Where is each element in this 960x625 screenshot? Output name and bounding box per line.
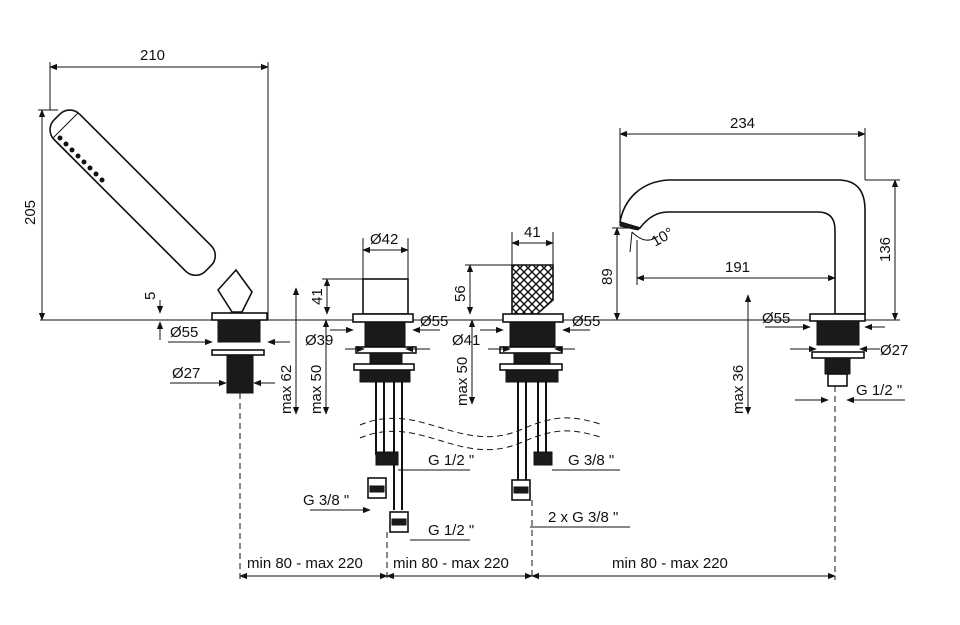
label-max62: max 62 (278, 365, 295, 414)
label-d27-sp: Ø27 (880, 342, 908, 359)
label-d55-sp: Ø55 (762, 310, 790, 327)
valve-2 (499, 264, 564, 580)
label-136: 136 (877, 237, 894, 262)
label-41-v1: 41 (309, 288, 326, 305)
label-2xg38: 2 x G 3/8 " (548, 509, 618, 526)
valve-1-dimensions: Ø42 41 Ø55 Ø39 max 50 (305, 231, 448, 415)
label-210: 210 (140, 47, 165, 64)
label-max50-v2: max 50 (454, 357, 471, 406)
label-d39: Ø39 (305, 332, 333, 349)
hand-shower-dimensions: 210 205 5 Ø55 Ø27 max 62 (22, 47, 300, 415)
label-span-1: min 80 - max 220 (247, 555, 363, 572)
label-191: 191 (725, 259, 750, 276)
hand-shower (49, 109, 268, 580)
label-205: 205 (22, 200, 39, 225)
label-g38-a: G 3/8 " (303, 492, 349, 509)
countertop-break-top (359, 417, 601, 438)
label-5: 5 (142, 292, 159, 300)
label-d55-hs: Ø55 (170, 324, 198, 341)
spout (619, 179, 866, 580)
label-g12-sp: G 1/2 " (856, 382, 902, 399)
label-89: 89 (599, 268, 616, 285)
label-g12-b: G 1/2 " (428, 522, 474, 539)
spout-dimensions: 234 136 89 191 10° Ø55 Ø27 max 36 G 1/2 … (599, 115, 908, 415)
label-d55-v2: Ø55 (572, 313, 600, 330)
valve-1 (352, 278, 417, 580)
label-g38-b: G 3/8 " (568, 452, 614, 469)
nozzle-dots (57, 135, 105, 183)
label-max36: max 36 (730, 365, 747, 414)
label-d27-hs: Ø27 (172, 365, 200, 382)
label-10deg: 10° (649, 224, 677, 250)
bottom-spans: min 80 - max 220 min 80 - max 220 min 80… (239, 555, 836, 580)
countertop-break-bottom (359, 430, 601, 451)
label-d42: Ø42 (370, 231, 398, 248)
label-41-v2: 41 (524, 224, 541, 241)
label-56: 56 (452, 285, 469, 302)
label-span-2: min 80 - max 220 (393, 555, 509, 572)
valve-2-dimensions: 41 56 Ø55 Ø41 max 50 (452, 224, 600, 406)
label-max50-v1: max 50 (308, 365, 325, 414)
label-d55-v1: Ø55 (420, 313, 448, 330)
label-234: 234 (730, 115, 755, 132)
label-span-3: min 80 - max 220 (612, 555, 728, 572)
label-g12-a: G 1/2 " (428, 452, 474, 469)
label-d41: Ø41 (452, 332, 480, 349)
pipe-thread-labels: G 1/2 " G 3/8 " G 1/2 " G 3/8 " 2 x G 3/… (303, 452, 630, 541)
